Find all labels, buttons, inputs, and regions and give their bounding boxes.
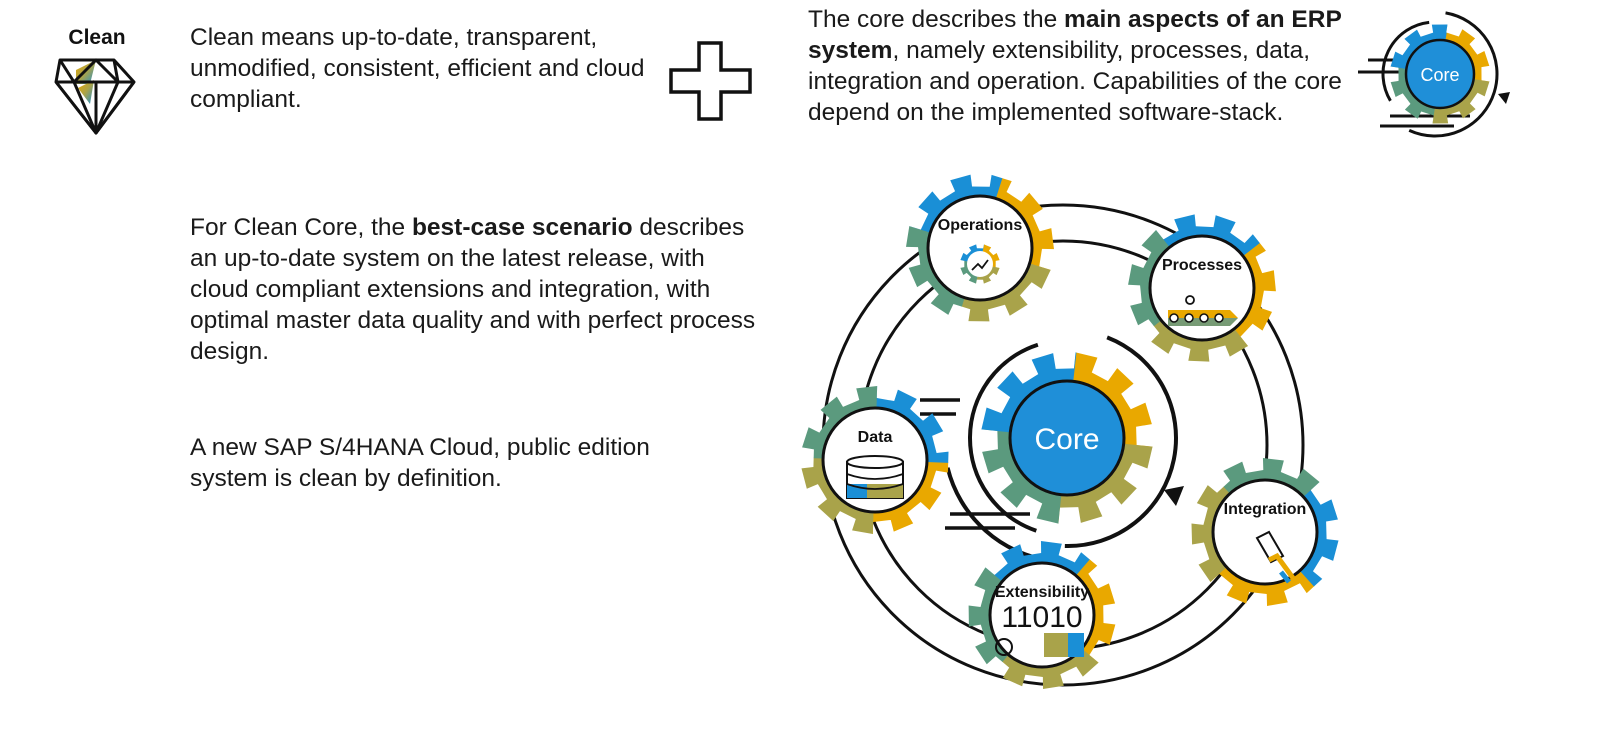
best-case-bold: best-case scenario [411, 214, 633, 241]
clean-badge-label: Clean [68, 26, 125, 49]
core-label: Core [1034, 423, 1099, 456]
best-case-prefix: For Clean Core, the [190, 214, 412, 241]
integration-label: Integration [1224, 501, 1307, 518]
plus-icon [669, 41, 752, 121]
gear-node-operations: Operations [906, 174, 1054, 322]
extensibility-label: Extensibility [995, 584, 1089, 601]
operations-circle [926, 194, 1034, 302]
badge-core-label: Core [1420, 65, 1459, 85]
process-step-dot [1214, 313, 1224, 323]
binary-fill-blue [1068, 633, 1084, 657]
binary-digits: 11010 [1001, 601, 1082, 634]
public-edition-note: A new SAP S/4HANA Cloud, public edition … [190, 434, 650, 492]
database-top [846, 455, 904, 469]
plug-cable-tip [1279, 570, 1291, 584]
integration-circle [1211, 478, 1319, 586]
badge-orbit-arc [1408, 11, 1499, 138]
process-flow-icon [1168, 295, 1238, 326]
core-circle [1008, 379, 1126, 497]
operations-circuit-line [971, 259, 989, 271]
core-rotation-arc [1064, 335, 1178, 548]
core-arrow-head [1164, 486, 1184, 506]
core-badge: Core [1358, 11, 1510, 138]
best-case-paragraph: For Clean Core, the best-case scenario d… [190, 212, 770, 367]
core-diagram: Core OperationsProcessesDataIntegrationEx… [801, 174, 1339, 689]
process-pin-icon [1185, 295, 1195, 305]
binary-code-icon: 11010 [995, 601, 1084, 657]
data-label: Data [858, 429, 893, 446]
process-step-dot [1169, 313, 1179, 323]
operations-label: Operations [938, 217, 1023, 234]
database-icon [846, 455, 904, 499]
operations-mini-hub [967, 251, 993, 277]
badge-inner-arc [1381, 20, 1430, 102]
binary-circle [995, 638, 1013, 656]
core-description-bold: main aspects of an ERP system [808, 6, 1342, 64]
process-step-dot [1199, 313, 1209, 323]
plug-connector-icon [1255, 530, 1296, 584]
badge-arrow-head [1498, 92, 1510, 104]
diamond-icon [54, 58, 136, 135]
gear-node-data: Data [801, 386, 949, 534]
clean-definition: Clean means up-to-date, transparent, unm… [190, 24, 645, 113]
processes-label: Processes [1162, 257, 1242, 274]
core-description-prefix: The core describes the [808, 6, 1065, 33]
plug-cable [1267, 552, 1296, 580]
core-description-suffix: , namely extensibility, processes, data,… [808, 37, 1342, 126]
best-case-suffix: describes an up-to-date system on the la… [190, 214, 756, 365]
process-step-dot [1184, 313, 1194, 323]
database-rings [846, 473, 904, 490]
badge-core-circle [1404, 38, 1476, 110]
core-description: The core describes the main aspects of a… [808, 4, 1368, 128]
clean-badge: Clean [54, 26, 136, 135]
gear-node-processes: Processes [1128, 214, 1276, 362]
